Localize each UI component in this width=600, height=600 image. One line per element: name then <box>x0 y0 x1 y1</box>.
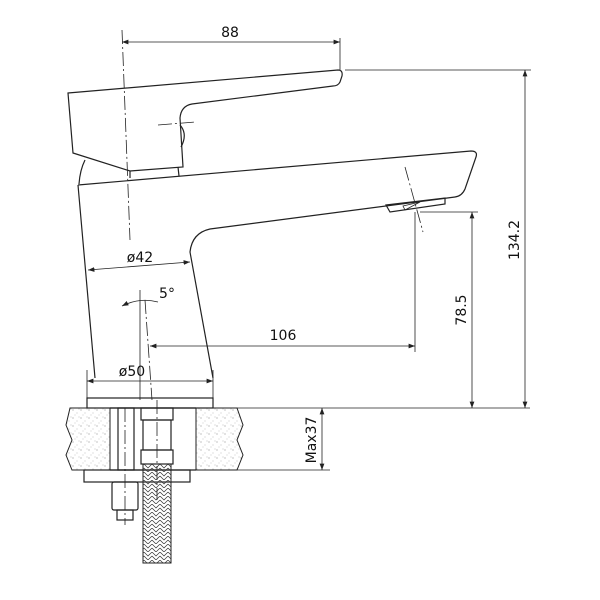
dim-5deg: 5° <box>121 286 175 307</box>
pivot-centerline <box>157 121 196 126</box>
dim-42: ø42 <box>87 250 191 272</box>
countertop <box>65 400 530 564</box>
base <box>86 397 214 409</box>
faucet-body <box>77 150 478 379</box>
dim-handle-length: 88 <box>221 25 239 41</box>
body-axis <box>144 299 153 401</box>
aerator-centerline <box>404 166 424 233</box>
dim-50: ø50 <box>86 364 214 398</box>
dim-max37: Max37 <box>304 408 325 470</box>
handle-centerline <box>121 29 131 241</box>
dim-body-diameter: ø42 <box>127 250 153 266</box>
dim-max-counter-thickness: Max37 <box>304 417 320 464</box>
dim-134: 134.2 <box>345 69 531 408</box>
dim-78: 78.5 <box>420 211 478 408</box>
dim-total-height: 134.2 <box>507 220 523 260</box>
dim-106: 106 <box>150 212 416 352</box>
dim-spout-reach: 106 <box>270 328 297 344</box>
dim-spout-height: 78.5 <box>454 294 470 325</box>
dim-88: 88 <box>122 25 341 70</box>
dim-tilt-angle: 5° <box>159 286 175 302</box>
handle-lever <box>67 69 343 185</box>
dim-base-diameter: ø50 <box>119 364 145 380</box>
